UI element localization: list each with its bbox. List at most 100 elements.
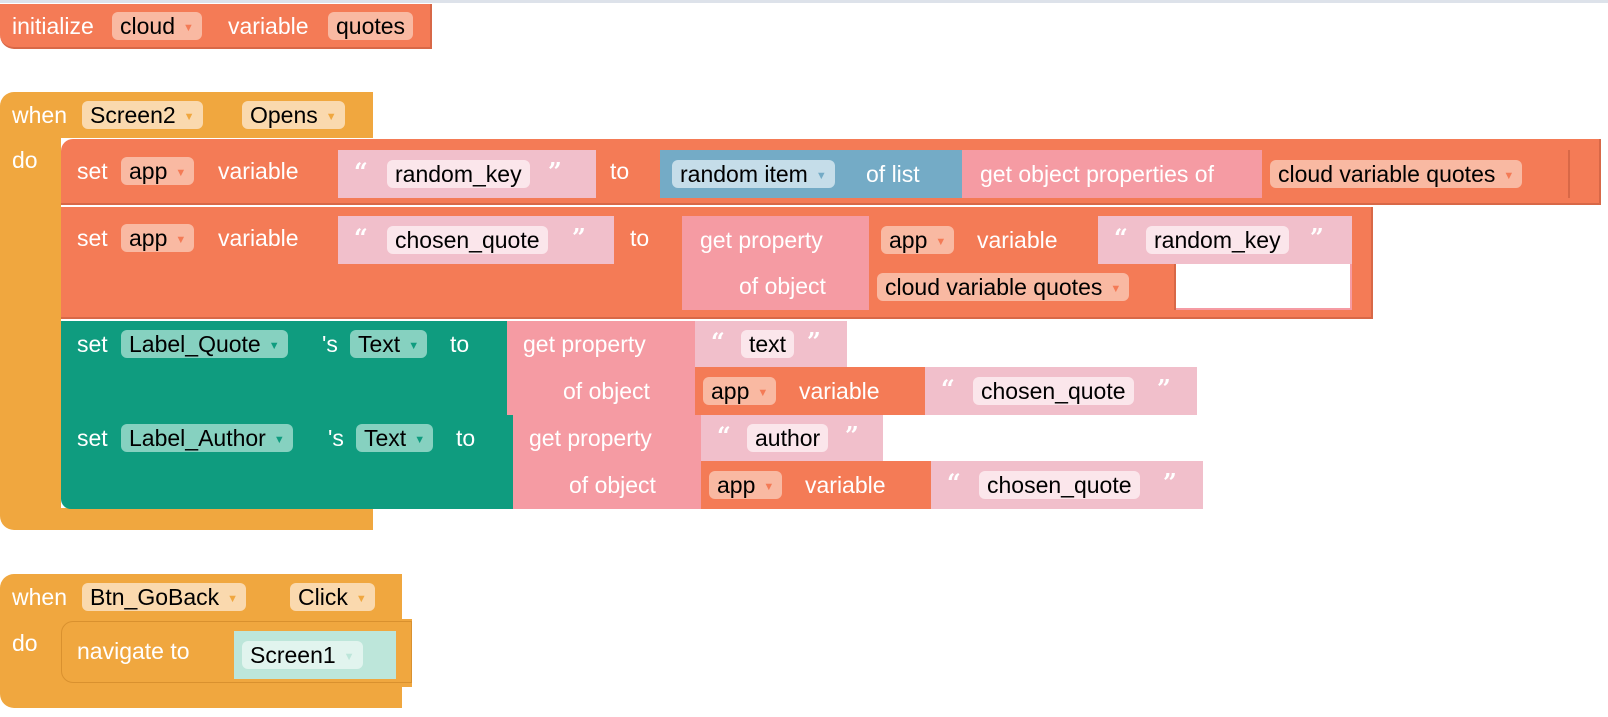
- close-quote-icon: ”: [1157, 374, 1171, 403]
- empty-space: [1176, 264, 1350, 308]
- cloud-variable-getter-block[interactable]: cloud variable quotes▼: [1262, 150, 1570, 198]
- dropdown-arrow-icon: ▼: [408, 340, 420, 352]
- text-string-block[interactable]: “ random_key ”: [1098, 216, 1352, 264]
- set-label: set: [77, 158, 108, 184]
- workspace-top-border: [0, 0, 1608, 3]
- when-label: when: [12, 584, 67, 610]
- component-value: Btn_GoBack: [90, 584, 220, 610]
- dropdown-arrow-icon: ▼: [183, 111, 195, 123]
- get-property-block[interactable]: get property of object: [507, 321, 695, 415]
- initialize-label: initialize: [12, 13, 94, 39]
- component-dropdown[interactable]: Label_Author ▼: [121, 424, 293, 452]
- scope-dropdown[interactable]: app▼: [703, 377, 777, 405]
- text-value[interactable]: text: [741, 330, 795, 358]
- text-string-block[interactable]: “ author ”: [701, 415, 883, 461]
- screen-name-block[interactable]: Screen1▼: [234, 631, 396, 679]
- cloud-variable-value: cloud variable quotes: [1278, 161, 1496, 187]
- get-object-properties-label: get object properties of: [980, 161, 1214, 187]
- component-dropdown[interactable]: Screen2▼: [82, 101, 203, 129]
- dropdown-arrow-icon: ▼: [414, 434, 426, 446]
- cloud-variable-dropdown[interactable]: cloud variable quotes ▼: [877, 273, 1130, 301]
- open-quote-icon: “: [947, 468, 961, 497]
- of-list-label: of list: [866, 161, 920, 187]
- event-value: Click: [298, 584, 348, 610]
- text-value[interactable]: chosen_quote: [973, 377, 1134, 405]
- property-dropdown[interactable]: Text ▼: [356, 424, 434, 452]
- screen-dropdown[interactable]: Screen1▼: [242, 641, 363, 669]
- get-property-block[interactable]: get property of object: [513, 415, 701, 509]
- event-dropdown[interactable]: Click▼: [290, 583, 375, 611]
- set-label: set: [77, 225, 108, 251]
- variable-label: variable: [977, 227, 1058, 253]
- open-quote-icon: “: [711, 327, 725, 356]
- text-value[interactable]: author: [747, 424, 829, 452]
- close-quote-icon: ”: [548, 157, 562, 186]
- when-label: when: [12, 102, 67, 128]
- to-label: to: [456, 425, 476, 451]
- cloud-variable-value: cloud variable quotes: [885, 274, 1103, 300]
- component-value: Label_Author: [129, 425, 266, 451]
- component-dropdown[interactable]: Btn_GoBack▼: [82, 583, 247, 611]
- component-dropdown[interactable]: Label_Quote▼: [121, 330, 288, 358]
- scope-value: app: [717, 472, 756, 498]
- dropdown-arrow-icon: ▼: [935, 236, 947, 248]
- dropdown-arrow-icon: ▼: [273, 434, 285, 446]
- button-click-bottom-arm: [0, 686, 402, 708]
- text-string-block[interactable]: “ text ”: [695, 321, 847, 367]
- close-quote-icon: ”: [1310, 223, 1324, 252]
- variable-label: variable: [228, 13, 309, 39]
- dropdown-arrow-icon: ▼: [175, 234, 187, 246]
- property-dropdown[interactable]: Text ▼: [350, 330, 428, 358]
- scope-dropdown[interactable]: app ▼: [709, 471, 783, 499]
- screen-value: Screen1: [250, 642, 336, 668]
- dropdown-arrow-icon: ▼: [815, 170, 827, 182]
- dropdown-arrow-icon: ▼: [1110, 283, 1122, 295]
- app-variable-getter-block[interactable]: app▼ variable: [695, 367, 925, 415]
- get-property-label: get property: [700, 227, 823, 253]
- open-quote-icon: “: [941, 374, 955, 403]
- text-value[interactable]: random_key: [387, 160, 530, 188]
- variable-label: variable: [218, 225, 299, 251]
- possessive-label: 's: [322, 331, 338, 357]
- scope-dropdown[interactable]: cloud▼: [112, 12, 202, 40]
- scope-value: app: [129, 225, 168, 251]
- property-value: Text: [358, 331, 401, 357]
- set-label: set: [77, 331, 108, 357]
- cloud-variable-getter-block[interactable]: cloud variable quotes ▼: [869, 264, 1176, 310]
- initialize-variable-block[interactable]: initialize cloud▼ variable quotes: [0, 4, 432, 49]
- text-string-block[interactable]: “ random_key ”: [338, 150, 596, 198]
- variable-name-field[interactable]: quotes: [328, 12, 414, 40]
- open-quote-icon: “: [717, 421, 731, 450]
- scope-dropdown[interactable]: app▼: [121, 157, 195, 185]
- property-value: Text: [364, 425, 407, 451]
- dropdown-arrow-icon: ▼: [182, 22, 194, 34]
- text-value[interactable]: chosen_quote: [387, 226, 548, 254]
- random-item-block[interactable]: random item ▼ of list: [660, 150, 962, 198]
- to-label: to: [610, 158, 630, 184]
- get-property-label: get property: [529, 425, 652, 451]
- app-variable-getter-block[interactable]: app ▼ variable: [701, 461, 931, 509]
- navigate-to-label: navigate to: [77, 638, 190, 664]
- variable-label: variable: [799, 378, 880, 404]
- scope-value: app: [711, 378, 750, 404]
- text-string-block[interactable]: “ chosen_quote ”: [925, 367, 1197, 415]
- component-value: Label_Quote: [129, 331, 261, 357]
- list-op-value: random item: [680, 161, 808, 187]
- get-object-properties-block[interactable]: get object properties of: [962, 150, 1262, 198]
- scope-dropdown[interactable]: app▼: [881, 226, 955, 254]
- variable-label: variable: [805, 472, 886, 498]
- text-string-block[interactable]: “ chosen_quote ”: [338, 216, 614, 264]
- list-op-dropdown[interactable]: random item ▼: [672, 160, 835, 188]
- text-string-block[interactable]: “ chosen_quote ”: [931, 461, 1203, 509]
- set-label: set: [77, 425, 108, 451]
- of-object-label: of object: [563, 378, 650, 404]
- text-value[interactable]: random_key: [1146, 226, 1289, 254]
- dropdown-arrow-icon: ▼: [325, 111, 337, 123]
- event-dropdown[interactable]: Opens ▼: [242, 101, 345, 129]
- event-value: Opens: [250, 102, 318, 128]
- scope-dropdown[interactable]: app ▼: [121, 224, 195, 252]
- dropdown-arrow-icon: ▼: [763, 481, 775, 493]
- cloud-variable-dropdown[interactable]: cloud variable quotes▼: [1270, 160, 1523, 188]
- app-variable-getter-block[interactable]: app▼ variable: [869, 216, 1098, 264]
- text-value[interactable]: chosen_quote: [979, 471, 1140, 499]
